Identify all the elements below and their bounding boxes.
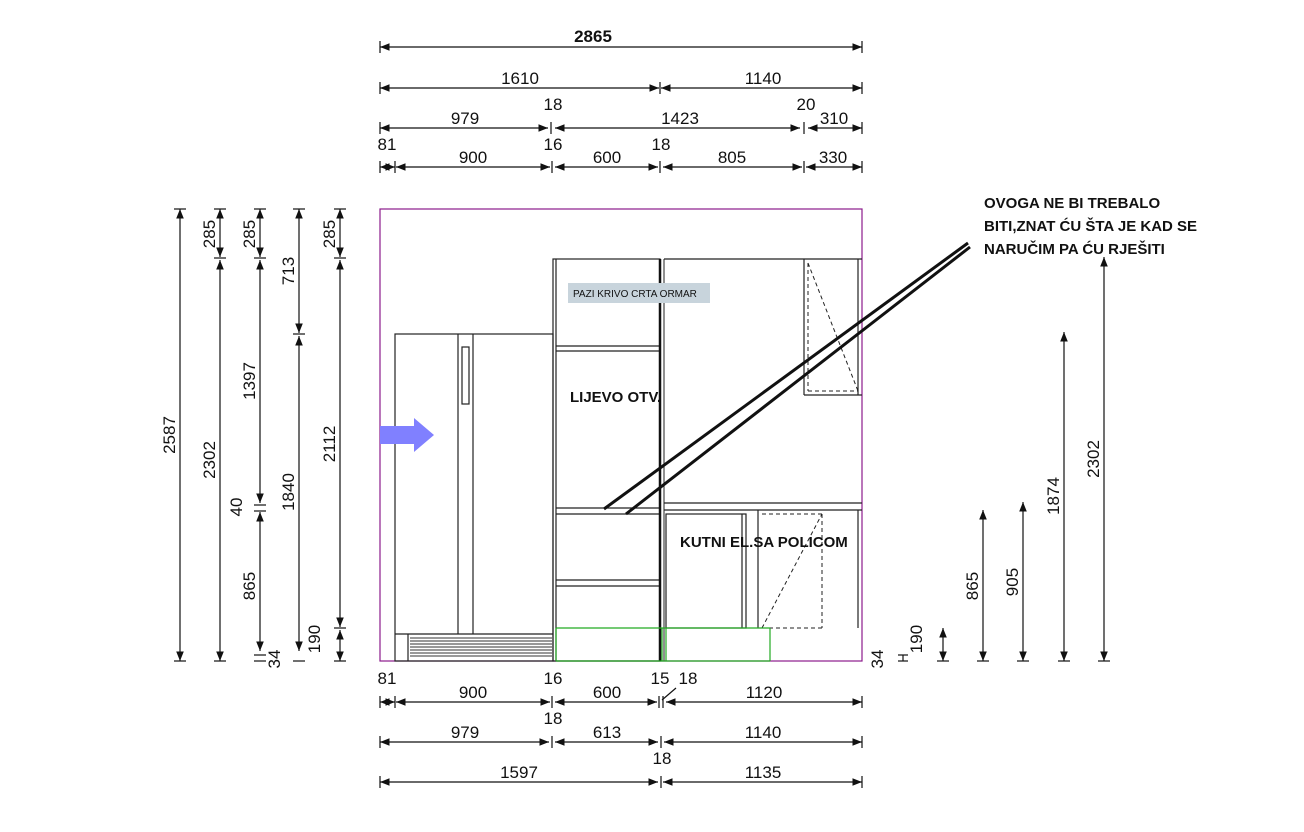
- dim-top-row2-joint-a: 18: [544, 95, 563, 114]
- dim-left-col3-c: 40: [227, 498, 246, 517]
- wall-outline: [379, 208, 863, 662]
- dim-top-row1-a: 1610: [501, 69, 539, 88]
- upper-corner-door-swing: [807, 262, 859, 392]
- upper-cabinets: [664, 258, 862, 396]
- base-corner-unit: [664, 502, 862, 629]
- dim-bottom-row1-c: 1120: [746, 683, 783, 702]
- dim-right-c: 905: [1003, 568, 1022, 596]
- dim-top-total: 2865: [574, 27, 612, 46]
- dim-top-row1-b: 1140: [745, 69, 782, 88]
- tag-background: [568, 283, 710, 303]
- dim-bottom-row3-b: 1135: [745, 763, 782, 782]
- dim-top-row3-a: 900: [459, 148, 487, 167]
- dim-left-col2-a: 285: [200, 220, 219, 248]
- dim-left-col4-c: 190: [305, 625, 324, 653]
- dim-right-d: 1874: [1044, 477, 1063, 515]
- dim-bottom-row3-joint: 18: [653, 749, 672, 768]
- dim-top-row3-small-b: 16: [544, 135, 563, 154]
- dim-top-row3-small-a: 81: [378, 135, 397, 154]
- note-line-3: NARUČIM PA ĆU RJEŠITI: [984, 240, 1165, 258]
- dim-left-col5-a: 285: [320, 220, 339, 248]
- dim-bottom-row2-a: 979: [451, 723, 479, 742]
- dim-left-total: 2587: [160, 416, 179, 454]
- dim-right-e: 2302: [1084, 440, 1103, 478]
- dim-left-col2-b: 2302: [200, 441, 219, 479]
- fridge-vent-grille: [410, 637, 552, 657]
- dim-left-col3-b: 1397: [240, 362, 259, 400]
- dim-bottom-row2-joint: 18: [544, 709, 563, 728]
- dim-left-col4-a: 713: [279, 257, 298, 285]
- dim-bottom-row2-b: 613: [593, 723, 621, 742]
- base-corner-door-swing: [761, 513, 823, 629]
- dim-bottom-row1-b: 600: [593, 683, 621, 702]
- dim-left-col5-b: 2112: [320, 426, 339, 463]
- dim-left-col3-d: 865: [240, 572, 259, 600]
- upper-cabinet-label: LIJEVO OTV.: [570, 389, 661, 406]
- dim-right-a: 190: [907, 625, 926, 653]
- dim-top-row3-small-c: 18: [652, 135, 671, 154]
- dim-bottom-row1-a: 900: [459, 683, 487, 702]
- plinth-outline: [555, 627, 771, 662]
- dim-left-col4-b: 1840: [279, 473, 298, 511]
- dim-bottom-row1-small-c: 15: [651, 669, 670, 688]
- note-line-2: BITI,ZNAT ĆU ŠTA JE KAD SE: [984, 217, 1197, 235]
- dim-bottom-row1-small-a: 81: [378, 669, 397, 688]
- dim-top-row3-d: 330: [819, 148, 847, 167]
- dim-top-row2-c: 310: [820, 109, 848, 128]
- note-pointer-lines: [603, 241, 971, 516]
- dim-top-row2-b: 1423: [661, 109, 699, 128]
- fridge-unit: [394, 333, 554, 662]
- corner-unit-label: KUTNI EL.SA POLICOM: [680, 534, 848, 551]
- note-text: OVOGA NE BI TREBALO BITI,ZNAT ĆU ŠTA JE …: [984, 195, 1197, 258]
- tall-cabinet: [552, 258, 661, 662]
- warning-tag: PAZI KRIVO CRTA ORMAR: [573, 289, 697, 300]
- dim-top-row2-a: 979: [451, 109, 479, 128]
- dim-left-col3-a: 285: [240, 220, 259, 248]
- note-line-1: OVOGA NE BI TREBALO: [984, 195, 1160, 212]
- dim-bottom-row2-c: 1140: [745, 723, 782, 742]
- dim-top-row3-c: 805: [718, 148, 746, 167]
- dim-bottom-row3-a: 1597: [500, 763, 538, 782]
- dim-top-row2-joint-b: 20: [797, 95, 816, 114]
- dim-bottom-row1-small-b: 16: [544, 669, 563, 688]
- dim-left-col3-e: 34: [265, 650, 284, 669]
- dim-top-row3-b: 600: [593, 148, 621, 167]
- dimension-lines: [174, 41, 1110, 788]
- direction-arrow-icon: [380, 418, 434, 452]
- dim-right-b: 865: [963, 572, 982, 600]
- dim-bottom-row1-small-d: 18: [679, 669, 698, 688]
- dim-right-end-small: 34: [868, 650, 887, 669]
